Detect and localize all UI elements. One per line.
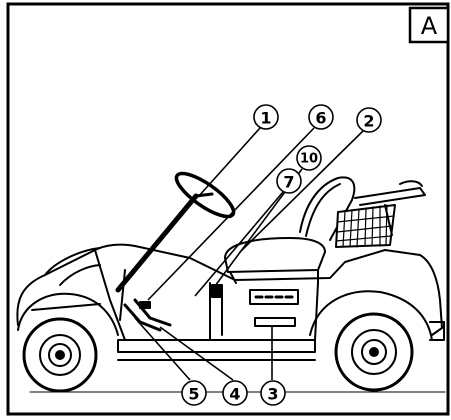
callout-7-label: 7 bbox=[283, 173, 294, 192]
bag-rack-handle bbox=[400, 181, 422, 186]
rear-fender bbox=[310, 291, 432, 340]
callout-10: 10 bbox=[297, 146, 321, 170]
callout-2-label: 2 bbox=[363, 112, 374, 131]
golf-cart-illustration bbox=[17, 166, 445, 392]
callout-3-label: 3 bbox=[267, 385, 278, 404]
parking-brake bbox=[140, 302, 150, 308]
body-outline bbox=[17, 245, 442, 335]
callout-5: 5 bbox=[182, 381, 206, 405]
seat-back-edge bbox=[306, 184, 340, 236]
callout-7: 7 bbox=[277, 169, 301, 193]
panel-label-box: A bbox=[410, 8, 448, 42]
serial-plate bbox=[255, 318, 295, 326]
callout-10-label: 10 bbox=[300, 152, 318, 167]
front-fender bbox=[18, 294, 118, 335]
callout-1-label: 1 bbox=[260, 109, 271, 128]
callout-3: 3 bbox=[261, 381, 285, 405]
callout-6: 6 bbox=[309, 105, 333, 129]
callout-5-label: 5 bbox=[188, 385, 199, 404]
kick-panel bbox=[120, 270, 125, 320]
front-wheel bbox=[24, 319, 96, 391]
panel-label: A bbox=[421, 12, 438, 40]
cowl-inner bbox=[60, 265, 100, 285]
steering-column bbox=[118, 196, 196, 290]
callout-2: 2 bbox=[357, 108, 381, 132]
leader-5 bbox=[135, 318, 190, 380]
leader-1 bbox=[198, 128, 260, 197]
callout-4-label: 4 bbox=[229, 385, 240, 404]
dash-panel bbox=[95, 250, 125, 340]
callout-6-label: 6 bbox=[315, 109, 326, 128]
floor-board bbox=[118, 340, 315, 352]
cowl-line-lower bbox=[32, 304, 100, 310]
callout-1: 1 bbox=[254, 105, 278, 129]
bag-rack-bar bbox=[355, 188, 425, 205]
callout-4: 4 bbox=[223, 381, 247, 405]
rear-wheel bbox=[336, 314, 412, 390]
